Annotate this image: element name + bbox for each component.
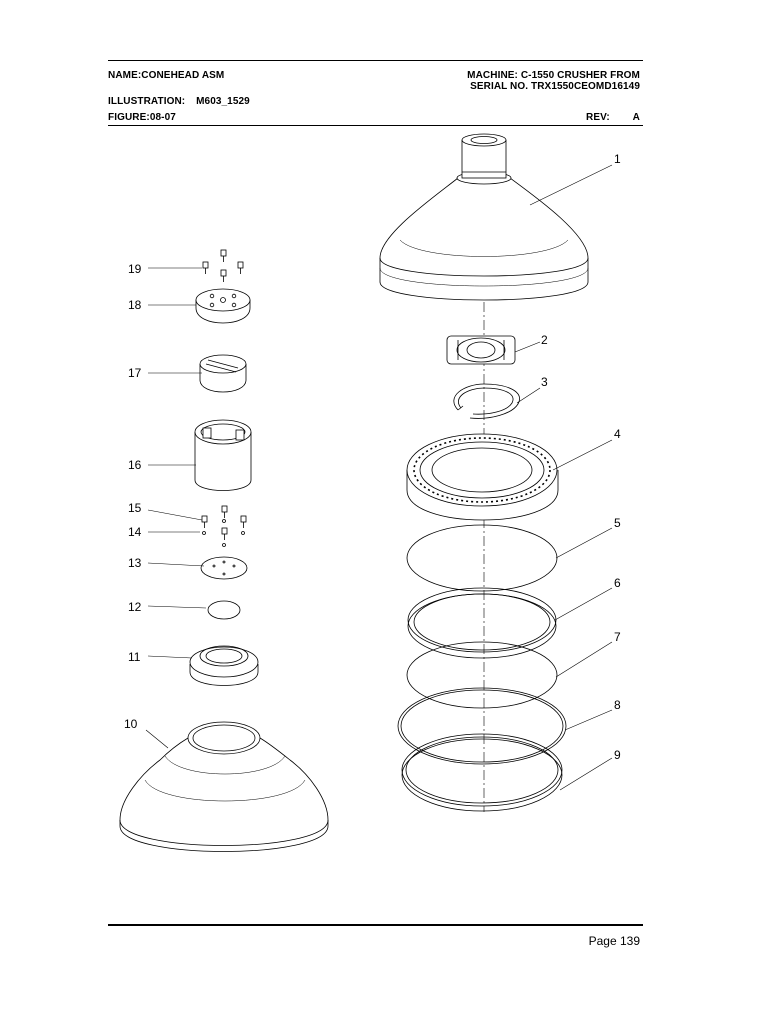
- top-rule: [108, 60, 643, 61]
- part-12-o-ring: [207, 600, 241, 620]
- part-4-housing: [406, 433, 559, 521]
- footer-rule: [108, 924, 643, 926]
- callout-9: 9: [614, 748, 621, 762]
- rev-value: A: [632, 112, 640, 123]
- part-13-plate: [200, 556, 248, 580]
- figure-value: 08-07: [149, 112, 176, 123]
- name-label: NAME:: [108, 70, 142, 81]
- illustration-label: ILLUSTRATION:: [108, 96, 186, 107]
- part-19-bolts: [202, 249, 244, 282]
- part-16-sleeve: [194, 419, 252, 491]
- figure-field: FIGURE:08-07: [108, 112, 176, 123]
- callout-2: 2: [541, 333, 548, 347]
- part-11-seal-ring: [189, 645, 259, 686]
- page-number: Page 139: [588, 934, 640, 948]
- name-value: CONEHEAD ASM: [141, 70, 225, 81]
- part-7-seal: [406, 641, 558, 709]
- callout-5: 5: [614, 516, 621, 530]
- callout-4: 4: [614, 427, 621, 441]
- callout-13: 13: [128, 556, 142, 570]
- part-9-ring: [401, 733, 563, 812]
- callout-1: 1: [614, 152, 621, 166]
- leader-lines: [145, 164, 613, 791]
- callout-numbers: 1 2 3 4 5 6 7 8 9 10 11 12 13 14 15 16 1…: [124, 152, 621, 762]
- callout-16: 16: [128, 458, 142, 472]
- part-10-mantle: [119, 721, 329, 852]
- callout-19: 19: [128, 262, 142, 276]
- part-17-nut: [199, 354, 247, 393]
- machine-line-2: SERIAL NO. TRX1550CEOMD16149: [470, 81, 640, 92]
- callout-12: 12: [128, 600, 142, 614]
- part-5-gasket: [406, 524, 558, 592]
- callout-15: 15: [128, 501, 142, 515]
- header-bottom-rule: [108, 125, 643, 126]
- callout-14: 14: [128, 525, 142, 539]
- callout-8: 8: [614, 698, 621, 712]
- callout-11: 11: [128, 650, 141, 664]
- figure-label: FIGURE:: [108, 112, 150, 123]
- callout-18: 18: [128, 298, 142, 312]
- name-field: NAME:CONEHEAD ASM: [108, 70, 224, 81]
- machine-line-1: MACHINE: C-1550 CRUSHER FROM: [467, 70, 640, 81]
- callout-10: 10: [124, 717, 138, 731]
- part-8-o-ring: [397, 687, 567, 765]
- illustration-value: M603_1529: [196, 96, 250, 107]
- part-2-bearing: [446, 335, 516, 365]
- callout-17: 17: [128, 366, 142, 380]
- callout-3: 3: [541, 375, 548, 389]
- part-1-cone: [379, 133, 589, 301]
- callout-6: 6: [614, 576, 621, 590]
- rev-field: REV: A: [586, 112, 640, 123]
- callout-7: 7: [614, 630, 621, 644]
- illustration-field: ILLUSTRATION: M603_1529: [108, 96, 250, 107]
- rev-label: REV:: [586, 112, 610, 123]
- part-14-15-screws: [201, 505, 247, 547]
- part-6-ring: [407, 587, 557, 659]
- part-18-cap-plate: [195, 288, 251, 324]
- part-3-snap-ring: [453, 383, 520, 419]
